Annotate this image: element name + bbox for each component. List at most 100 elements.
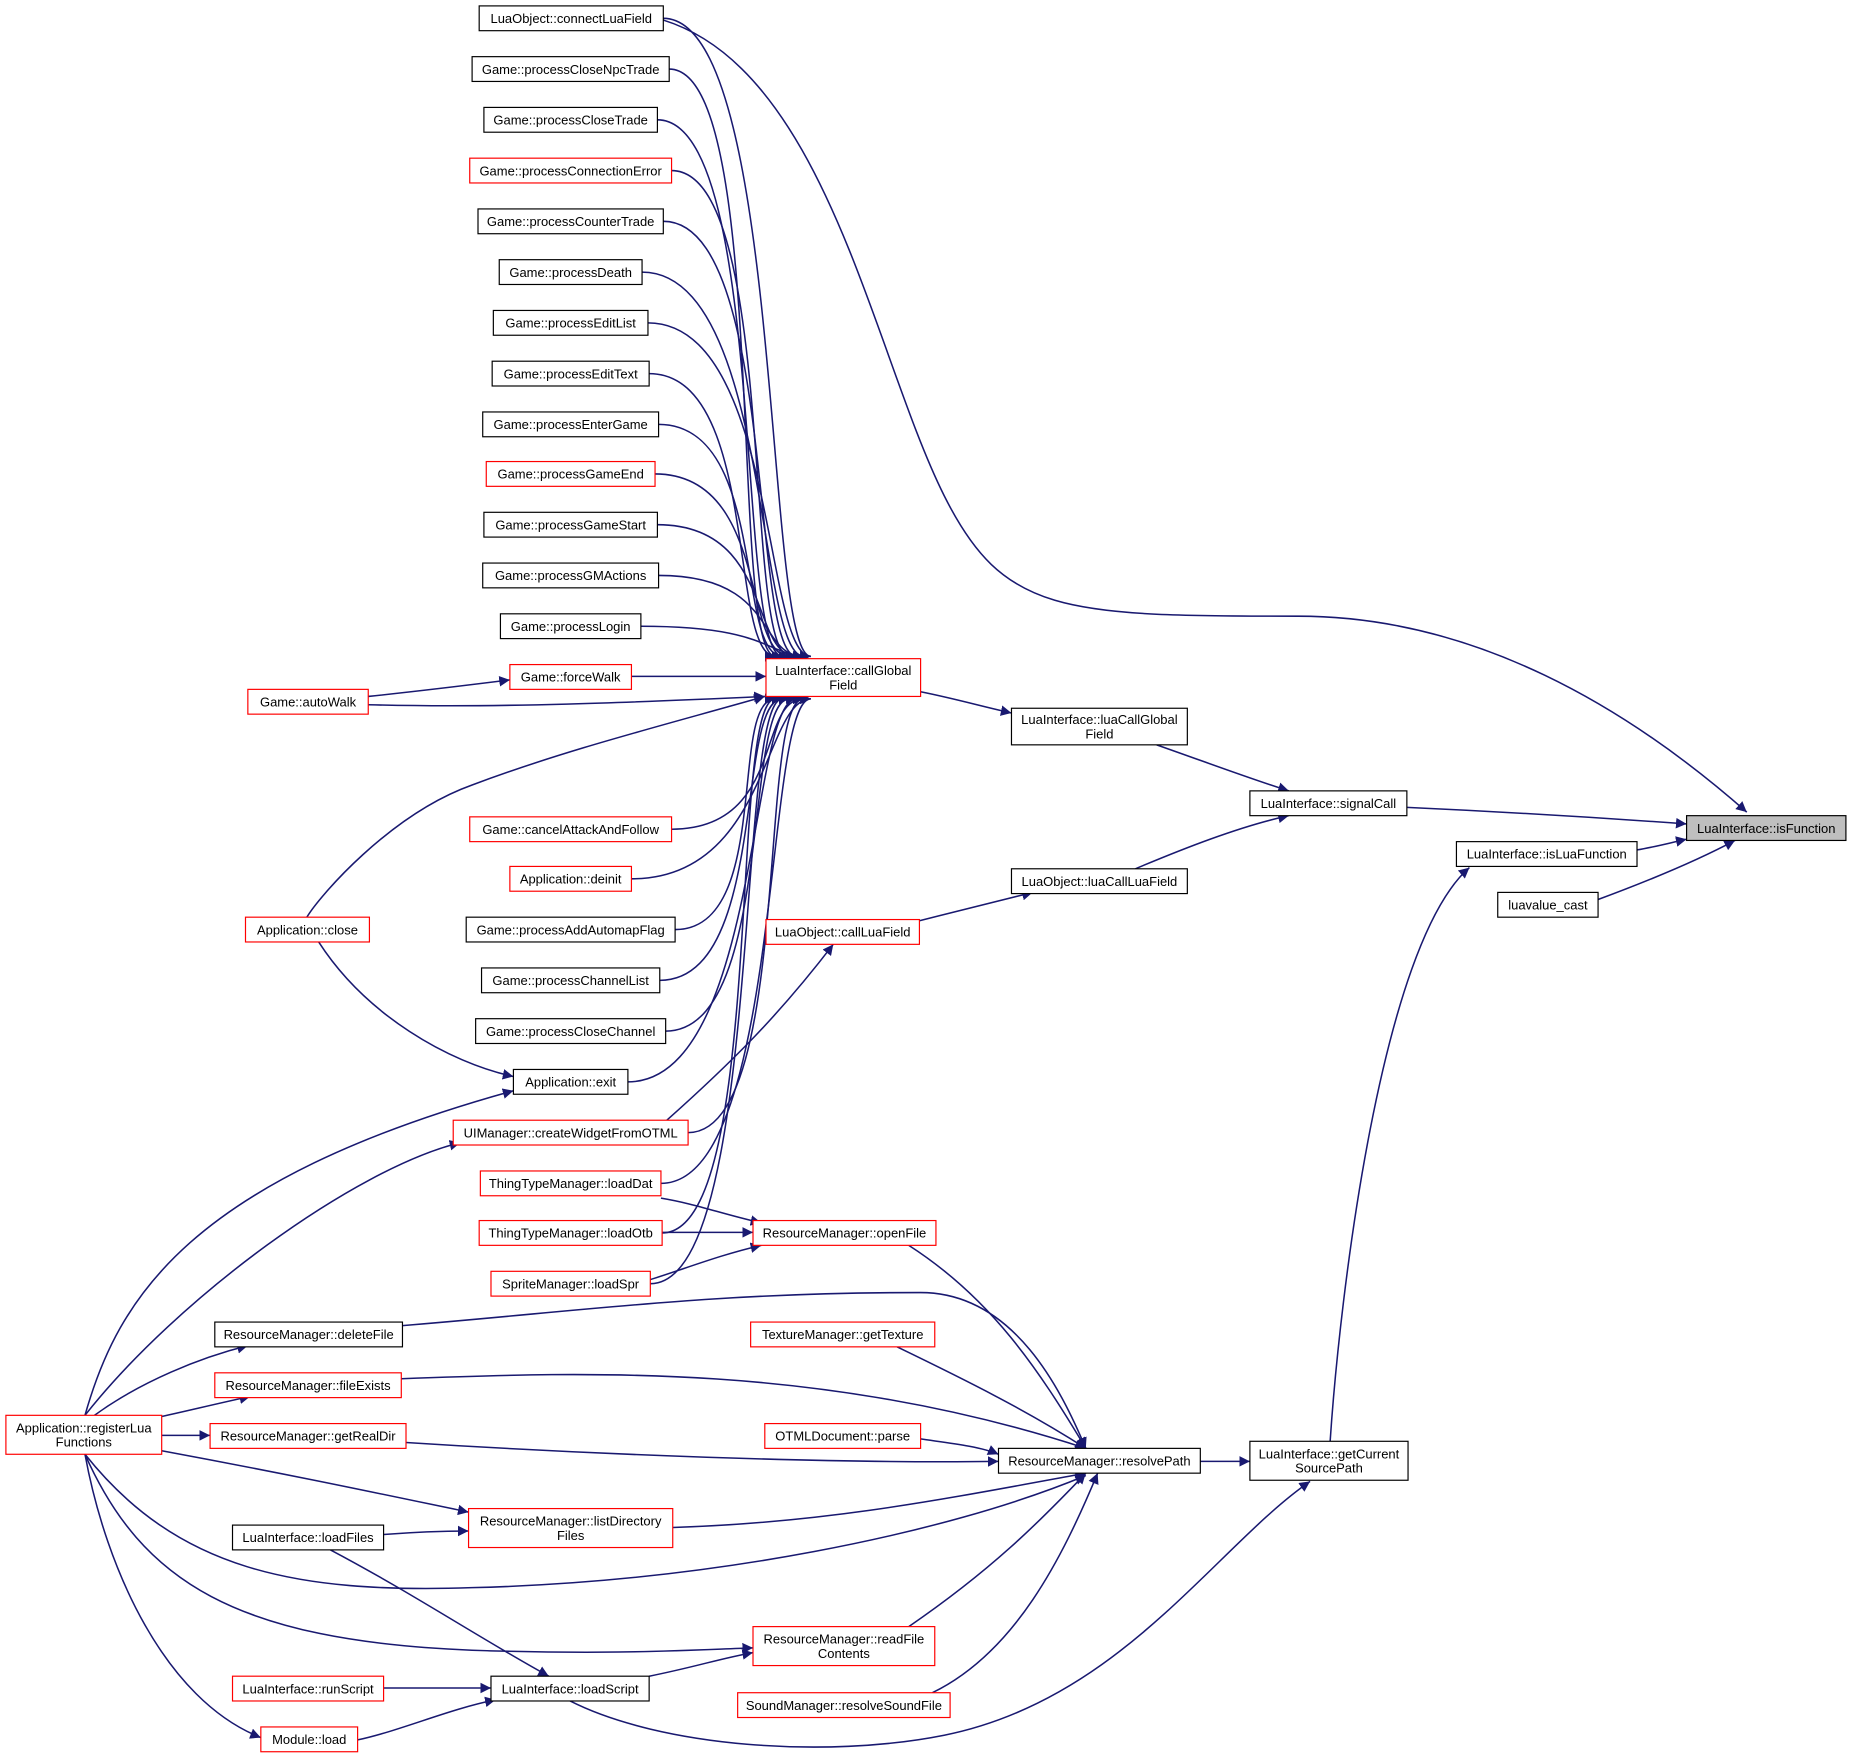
node-processAddAutomapFlag[interactable]: Game::processAddAutomapFlag (465, 916, 676, 943)
node-box[interactable] (737, 1692, 951, 1719)
node-processCounterTrade[interactable]: Game::processCounterTrade (477, 208, 664, 235)
node-box[interactable] (765, 918, 921, 945)
node-box[interactable] (209, 1422, 407, 1449)
node-otmlParse[interactable]: OTMLDocument::parse (764, 1422, 922, 1449)
node-moduleLoad[interactable]: Module::load (260, 1726, 359, 1753)
node-box[interactable] (509, 865, 633, 892)
node-processEditList[interactable]: Game::processEditList (492, 309, 649, 336)
node-box[interactable] (480, 967, 661, 994)
node-fileExists[interactable]: ResourceManager::fileExists (214, 1372, 402, 1399)
node-box[interactable] (260, 1726, 359, 1753)
node-box[interactable] (244, 916, 371, 943)
node-luavalue_cast[interactable]: luavalue_cast (1497, 891, 1599, 918)
node-processCloseChannel[interactable]: Game::processCloseChannel (475, 1018, 667, 1045)
node-box[interactable] (467, 1507, 674, 1549)
node-box[interactable] (485, 460, 656, 487)
node-appDeinit[interactable]: Application::deinit (509, 865, 633, 892)
node-box[interactable] (490, 1270, 651, 1297)
node-openFile[interactable]: ResourceManager::openFile (752, 1219, 937, 1246)
node-box[interactable] (214, 1321, 404, 1348)
node-resolvePath[interactable]: ResourceManager::resolvePath (997, 1447, 1201, 1474)
node-box[interactable] (469, 157, 673, 184)
node-box[interactable] (512, 1068, 629, 1095)
node-box[interactable] (492, 309, 649, 336)
node-box[interactable] (499, 613, 642, 640)
node-box[interactable] (764, 1422, 922, 1449)
node-box[interactable] (475, 1018, 667, 1045)
node-box[interactable] (231, 1524, 385, 1551)
node-box[interactable] (1685, 815, 1847, 842)
node-box[interactable] (479, 1170, 662, 1197)
node-isLuaFunction[interactable]: LuaInterface::isLuaFunction (1455, 841, 1638, 868)
node-box[interactable] (452, 1119, 689, 1146)
node-deleteFile[interactable]: ResourceManager::deleteFile (214, 1321, 404, 1348)
node-box[interactable] (482, 411, 660, 438)
node-box[interactable] (5, 1414, 163, 1455)
node-appExit[interactable]: Application::exit (512, 1068, 629, 1095)
node-processGameStart[interactable]: Game::processGameStart (483, 511, 658, 538)
node-box[interactable] (1249, 1440, 1409, 1481)
node-box[interactable] (1249, 790, 1408, 817)
node-autoWalk[interactable]: Game::autoWalk (247, 688, 369, 715)
node-box[interactable] (483, 511, 658, 538)
node-processGameEnd[interactable]: Game::processGameEnd (485, 460, 656, 487)
node-processEnterGame[interactable]: Game::processEnterGame (482, 411, 660, 438)
node-isFunction[interactable]: LuaInterface::isFunction (1685, 815, 1847, 842)
node-box[interactable] (1497, 891, 1599, 918)
node-createWidgetFromOTML[interactable]: UIManager::createWidgetFromOTML (452, 1119, 689, 1146)
node-loadDat[interactable]: ThingTypeManager::loadDat (479, 1170, 662, 1197)
node-box[interactable] (750, 1321, 936, 1348)
node-box[interactable] (752, 1219, 937, 1246)
node-box[interactable] (478, 5, 664, 32)
node-cancelAttackAndFollow[interactable]: Game::cancelAttackAndFollow (469, 816, 673, 843)
node-loadSpr[interactable]: SpriteManager::loadSpr (490, 1270, 651, 1297)
node-runScript[interactable]: LuaInterface::runScript (231, 1675, 385, 1702)
node-forceWalk[interactable]: Game::forceWalk (509, 663, 633, 690)
node-box[interactable] (1010, 707, 1188, 746)
node-box[interactable] (509, 663, 633, 690)
node-box[interactable] (482, 562, 660, 589)
node-box[interactable] (214, 1372, 402, 1399)
node-signalCall[interactable]: LuaInterface::signalCall (1249, 790, 1408, 817)
node-box[interactable] (247, 688, 369, 715)
node-processEditText[interactable]: Game::processEditText (491, 360, 650, 387)
node-luaCallLuaField[interactable]: LuaObject::luaCallLuaField (1010, 868, 1188, 895)
node-processChannelList[interactable]: Game::processChannelList (480, 967, 661, 994)
node-box[interactable] (478, 1219, 663, 1246)
node-box[interactable] (477, 208, 664, 235)
node-box[interactable] (491, 360, 650, 387)
node-processGMActions[interactable]: Game::processGMActions (482, 562, 660, 589)
node-box[interactable] (765, 658, 922, 698)
node-processDeath[interactable]: Game::processDeath (498, 259, 643, 286)
node-processCloseNpcTrade[interactable]: Game::processCloseNpcTrade (471, 56, 670, 83)
node-box[interactable] (498, 259, 643, 286)
node-processConnectionError[interactable]: Game::processConnectionError (469, 157, 673, 184)
node-connectLuaField[interactable]: LuaObject::connectLuaField (478, 5, 664, 32)
node-processCloseTrade[interactable]: Game::processCloseTrade (483, 106, 658, 133)
node-box[interactable] (231, 1675, 385, 1702)
node-callLuaField[interactable]: LuaObject::callLuaField (765, 918, 921, 945)
node-box[interactable] (1010, 868, 1188, 895)
node-getTexture[interactable]: TextureManager::getTexture (750, 1321, 936, 1348)
node-appClose[interactable]: Application::close (244, 916, 371, 943)
node-processLogin[interactable]: Game::processLogin (499, 613, 642, 640)
node-box[interactable] (1455, 841, 1638, 868)
node-box[interactable] (997, 1447, 1201, 1474)
node-box[interactable] (490, 1675, 650, 1702)
node-box[interactable] (471, 56, 670, 83)
node-box[interactable] (752, 1626, 936, 1667)
node-getRealDir[interactable]: ResourceManager::getRealDir (209, 1422, 407, 1449)
node-box[interactable] (465, 916, 676, 943)
node-box[interactable] (469, 816, 673, 843)
node-loadOtb[interactable]: ThingTypeManager::loadOtb (478, 1219, 663, 1246)
node-loadFiles[interactable]: LuaInterface::loadFiles (231, 1524, 385, 1551)
node-soundResolve[interactable]: SoundManager::resolveSoundFile (737, 1692, 951, 1719)
node-box[interactable] (483, 106, 658, 133)
node-loadScript[interactable]: LuaInterface::loadScript (490, 1675, 650, 1702)
